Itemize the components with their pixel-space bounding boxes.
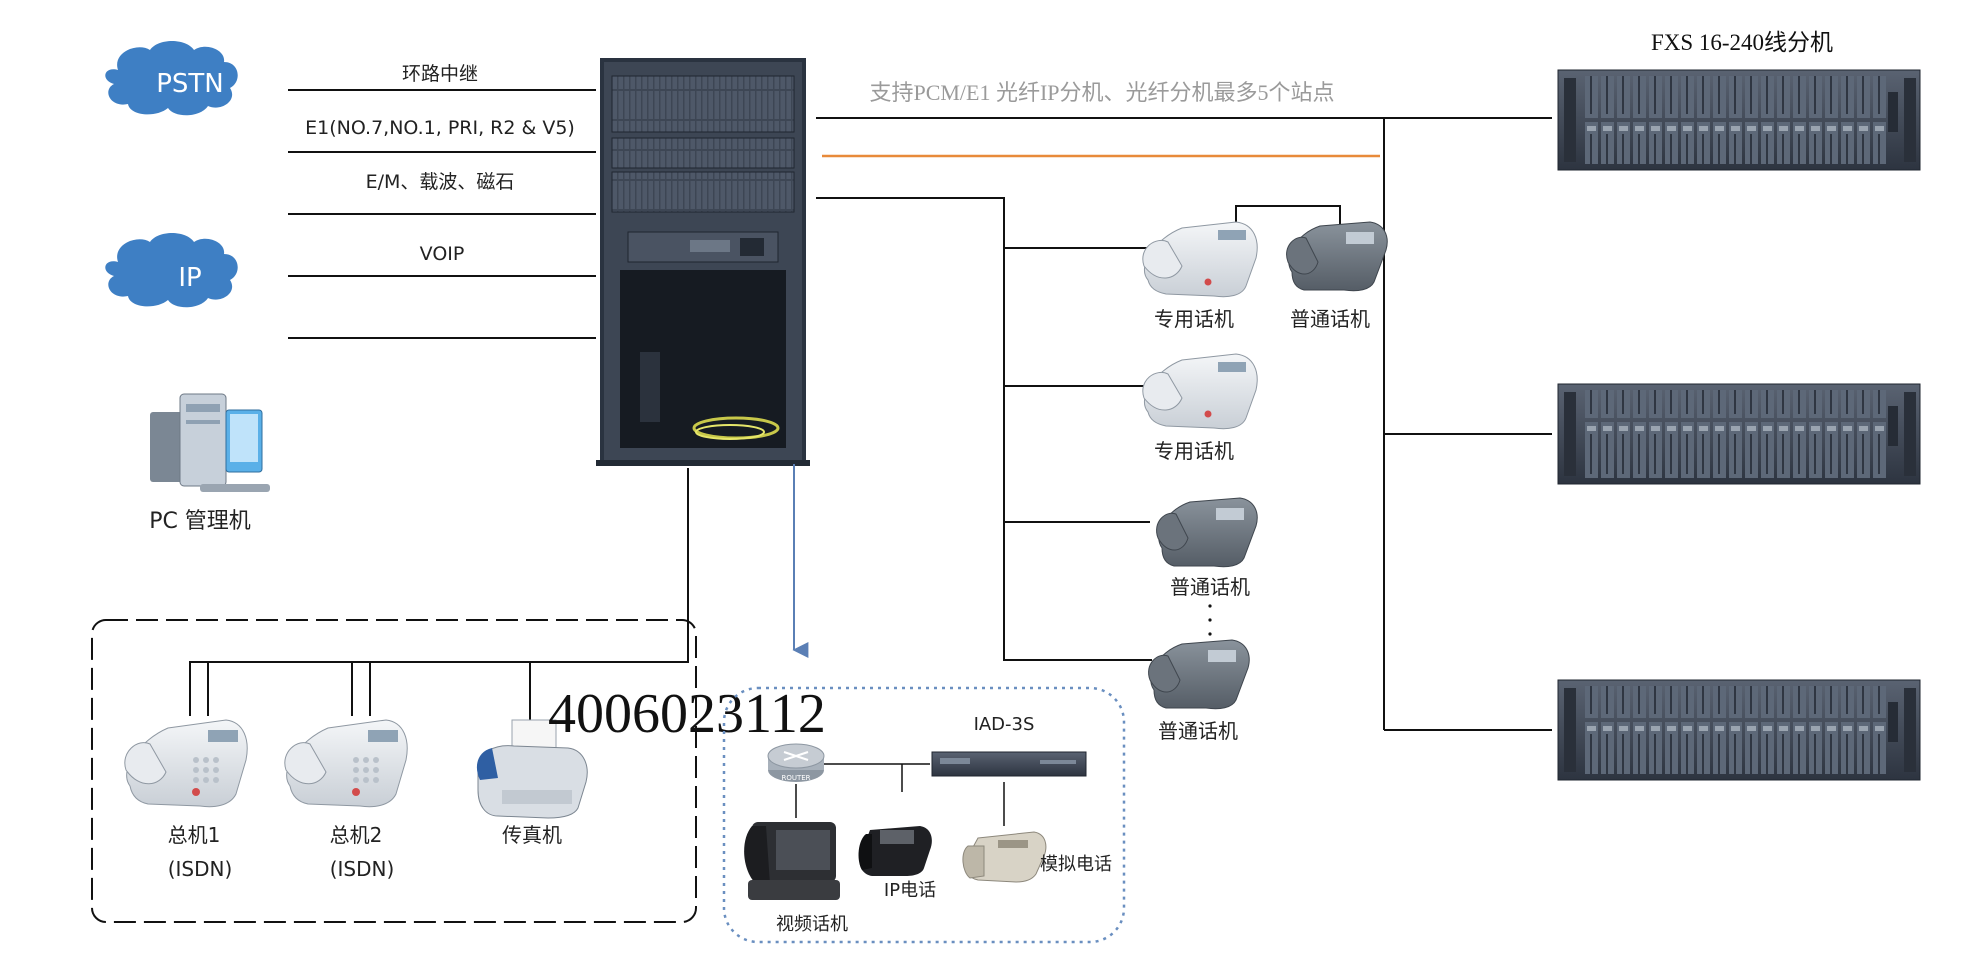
pc-label: PC 管理机 <box>149 509 251 534</box>
ordinary-phone-2 <box>1156 497 1258 568</box>
trunk-lines <box>288 89 596 339</box>
ip-cloud: IP <box>105 233 238 308</box>
isdn-main1-name: 总机1 <box>168 823 221 847</box>
isdn-bus <box>189 468 689 720</box>
dedicated-phone-2 <box>1142 353 1258 430</box>
dedicated-phone-1 <box>1142 221 1258 298</box>
trunk-em-label: E/M、载波、磁石 <box>366 171 515 193</box>
fxs-chassis-1 <box>1557 69 1921 171</box>
ordinary-2-label: 普通话机 <box>1170 575 1250 599</box>
video-phone-icon <box>744 822 840 900</box>
fiber-note: 支持PCM/E1 光纤IP分机、光纤分机最多5个站点 <box>869 80 1334 105</box>
router-icon: ROUTER <box>767 743 825 782</box>
fax-label: 传真机 <box>502 823 562 847</box>
ip-phone-icon <box>858 826 932 876</box>
ordinary-phone-3 <box>1148 639 1250 710</box>
analog-phone-icon <box>962 831 1047 883</box>
isdn-main2-sub: (ISDN) <box>330 857 395 881</box>
dedicated-1-label: 专用话机 <box>1154 307 1234 331</box>
trunk-e1-label: E1(NO.7,NO.1, PRI, R2 & V5) <box>305 117 575 139</box>
ip-phone-label: IP电话 <box>884 880 936 901</box>
iad-device <box>931 751 1087 777</box>
isdn-group-box <box>91 619 697 923</box>
fiber-lines <box>816 117 1552 731</box>
pbx-rack <box>596 58 810 466</box>
hotline-number: 4006023112 <box>548 683 826 745</box>
iad-label: IAD-3S <box>974 714 1035 735</box>
ordinary-3-label: 普通话机 <box>1158 719 1238 743</box>
ordinary-phone-1 <box>1286 221 1388 292</box>
ordinary-1-label: 普通话机 <box>1290 307 1370 331</box>
ip-group-lines <box>795 763 1005 826</box>
fxs-chassis-3 <box>1557 679 1921 781</box>
trunk-loop-label: 环路中继 <box>402 63 478 85</box>
ellipsis-dots <box>1208 604 1212 636</box>
isdn-phone-2 <box>284 719 408 808</box>
isdn-main1-sub: (ISDN) <box>168 857 233 881</box>
fxs-chassis-2 <box>1557 383 1921 485</box>
isdn-main2-name: 总机2 <box>330 823 383 847</box>
pstn-cloud: PSTN <box>105 41 238 116</box>
extension-bus <box>816 197 1341 661</box>
router-label: ROUTER <box>781 774 810 782</box>
ip-label: IP <box>178 263 201 293</box>
dedicated-2-label: 专用话机 <box>1154 439 1234 463</box>
fax-icon <box>476 719 588 819</box>
fxs-title: FXS 16-240线分机 <box>1651 30 1833 55</box>
pstn-label: PSTN <box>156 69 224 99</box>
trunk-voip-label: VOIP <box>420 243 465 265</box>
video-phone-label: 视频话机 <box>776 914 848 935</box>
analog-phone-label: 模拟电话 <box>1040 854 1112 875</box>
pc-icon <box>150 393 270 492</box>
isdn-phone-1 <box>124 719 248 808</box>
